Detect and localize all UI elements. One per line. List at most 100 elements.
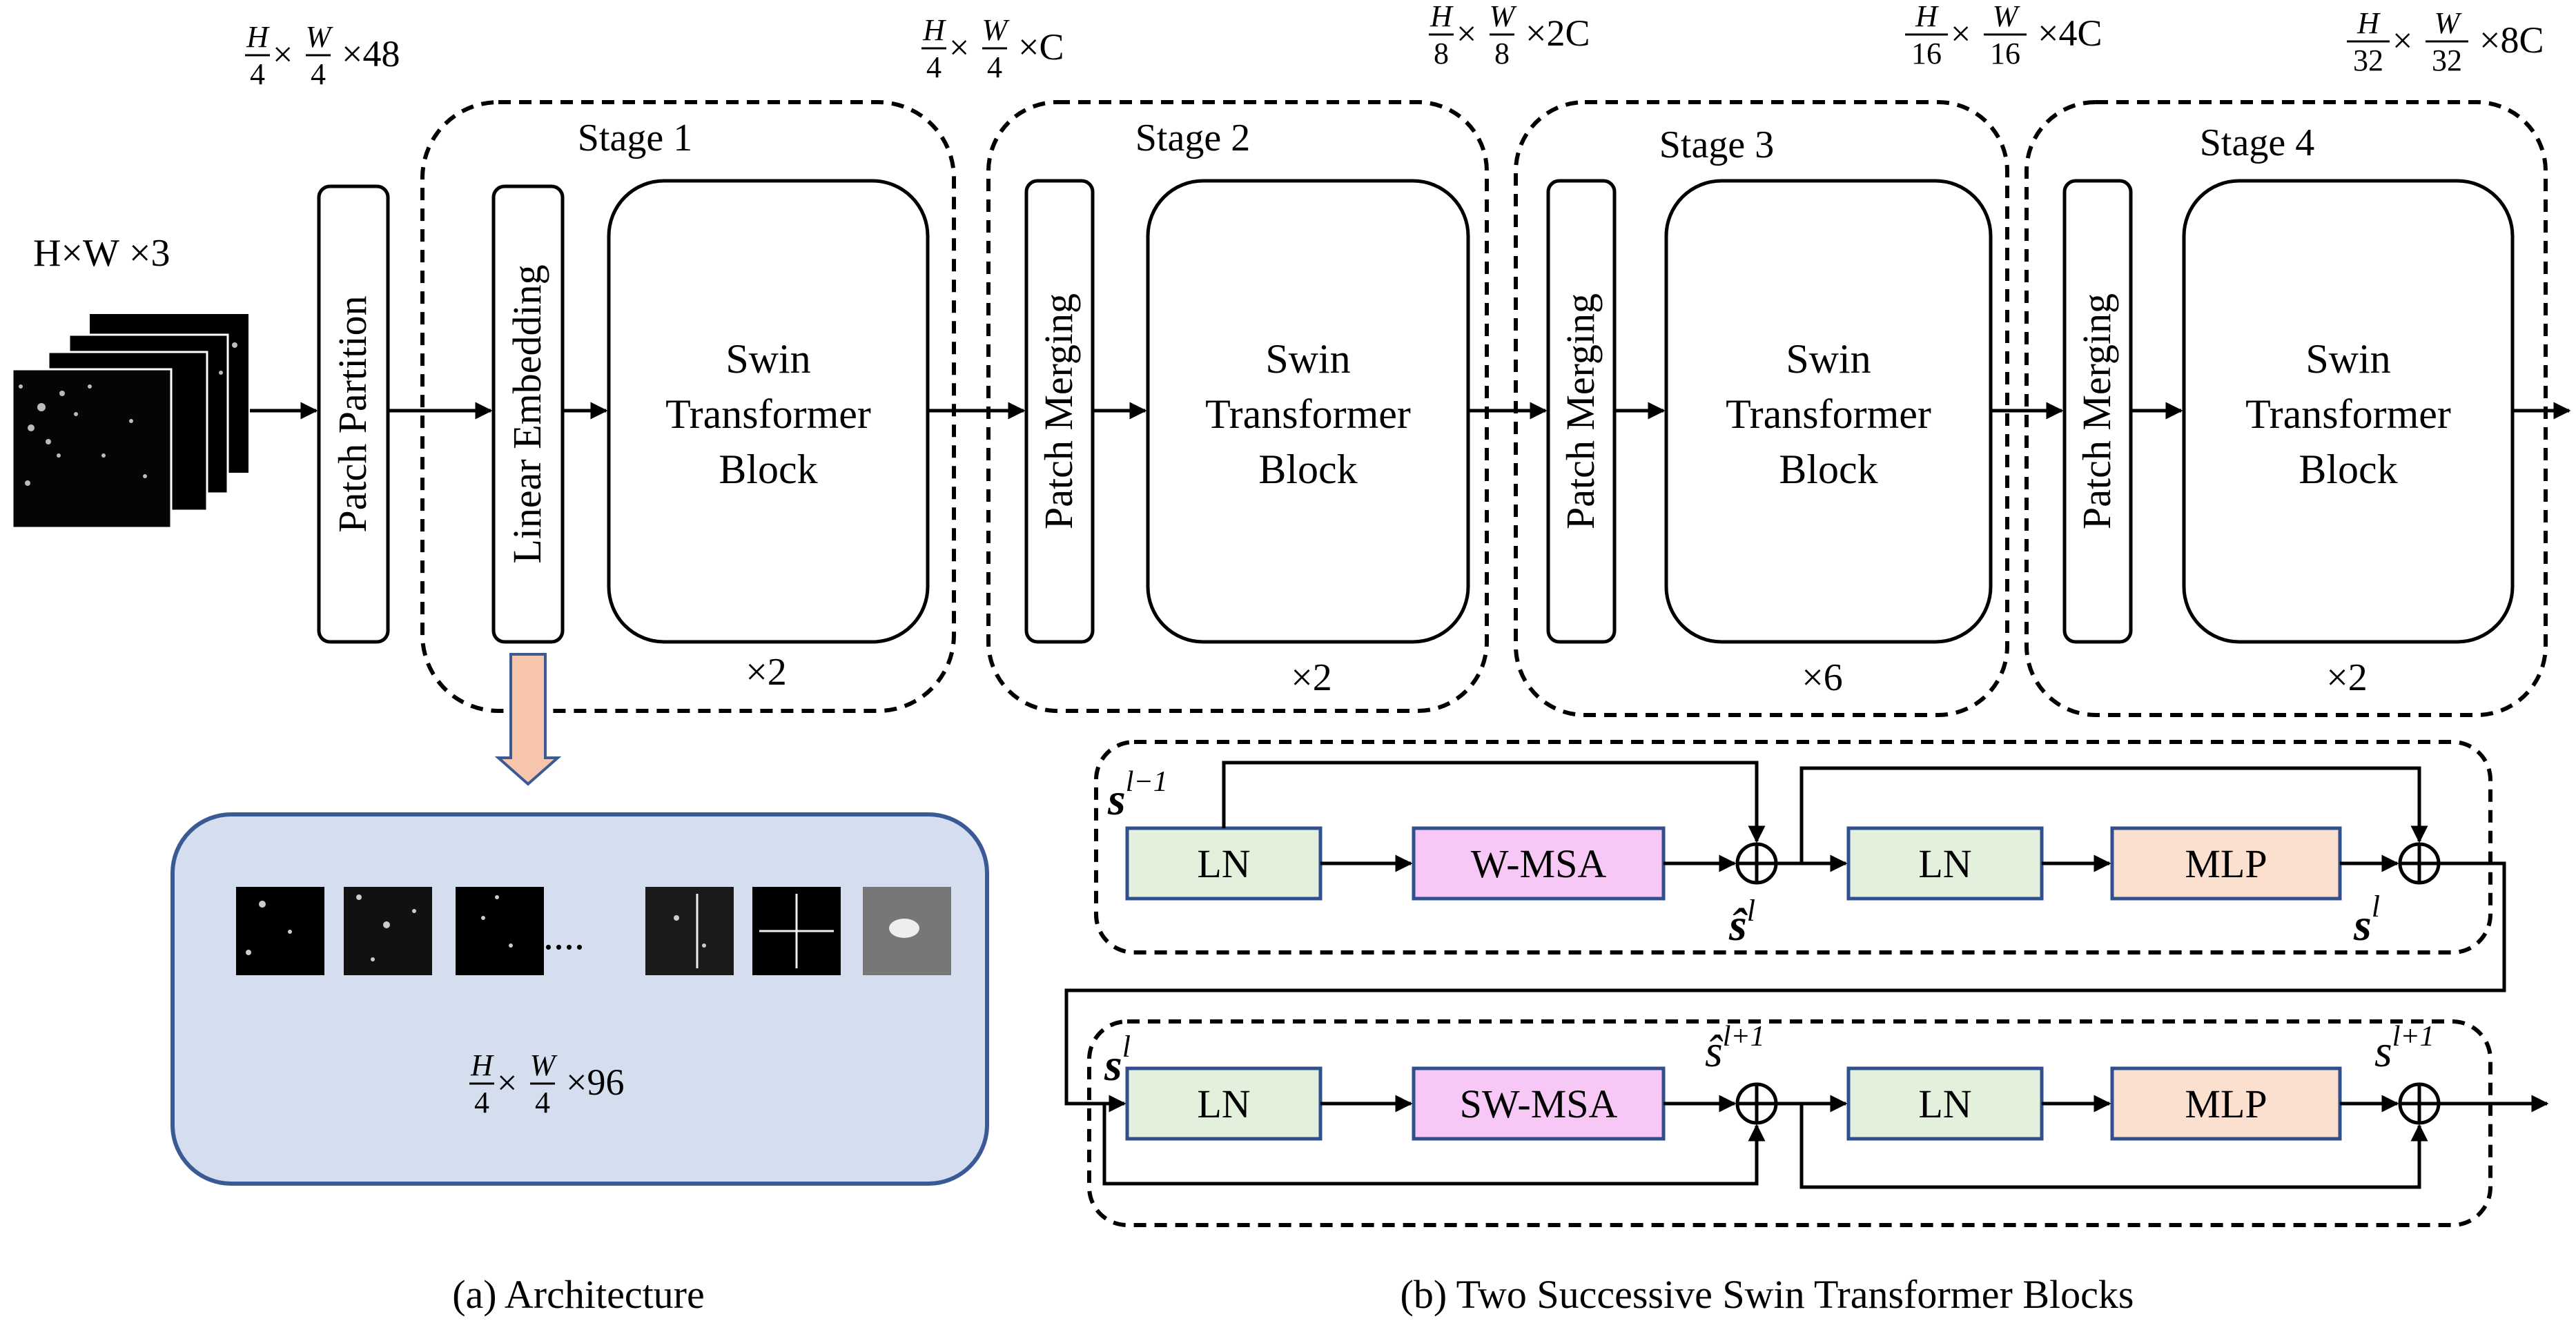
dim-label-4-den: 16 (1990, 37, 2020, 70)
patch-ellipsis: ...... (523, 912, 585, 958)
patch-partition-box (317, 184, 390, 644)
patch-merging-label-2: Patch Merging (1036, 293, 1081, 529)
patch-thumb-4 (645, 887, 734, 975)
dim-label-3-den: 8 (1434, 37, 1449, 70)
linear-embedding-label: Linear Embedding (505, 264, 549, 563)
dim-label-5: H32×W32×8C (2347, 6, 2544, 77)
swin-blocks (607, 179, 2515, 644)
swin-block-2-line-2: Transformer (1205, 391, 1411, 437)
embedding-dims: H4×W4×96 (469, 1048, 624, 1119)
patch-partition-label: Patch Partition (330, 295, 375, 532)
dim-label-2-den: 4 (926, 50, 941, 84)
embedding-patches (236, 887, 951, 975)
sym-s-lm1: sl−1 (1107, 766, 1168, 825)
embed-dim-label-num: H (470, 1048, 494, 1082)
dim-label-5-den: 32 (2432, 43, 2462, 77)
dim-label-1-times: × (273, 35, 293, 75)
row2-ln-1-label: LN (1197, 1081, 1250, 1126)
row2-swmsa-label: SW-MSA (1460, 1081, 1618, 1126)
swin-block-4-line-1: Swin (2305, 336, 2390, 382)
dim-label-2-den: 4 (987, 50, 1002, 84)
swin-block-2-line-1: Swin (1265, 336, 1350, 382)
row1-ln-1-label: LN (1197, 841, 1250, 886)
swin-block-1-line-3: Block (719, 447, 817, 492)
embedding-panel (170, 812, 989, 1186)
patch-thumb-3 (456, 887, 544, 975)
stage-2-container (986, 100, 1489, 713)
row1-ln-2 (1846, 826, 2044, 901)
stage-1-repeat: ×2 (745, 651, 787, 694)
skip-4 (1799, 1104, 2428, 1189)
input-image-speckle (19, 342, 237, 486)
block-b-containers (1087, 740, 2492, 1227)
dim-label-1-num: W (306, 20, 333, 54)
dim-label-1-den: 4 (250, 57, 265, 91)
dim-label-3: H8×W8×2C (1429, 0, 1590, 70)
row2-mlp-label: MLP (2185, 1081, 2267, 1126)
embedding-down-arrow (494, 653, 562, 786)
stage-1-container (420, 100, 956, 713)
embed-dim-label-channels: ×96 (566, 1061, 624, 1103)
captions: (a) Architecture (b) Two Successive Swin… (452, 1272, 2134, 1317)
swin-block-4-line-2: Transformer (2245, 391, 2451, 437)
caption-a: (a) Architecture (452, 1272, 705, 1317)
row1-modules (1125, 826, 2342, 901)
dim-label-5-den: 32 (2353, 43, 2383, 77)
row2-connections (1102, 1095, 2549, 1189)
swin-block-2-line-3: Block (1258, 447, 1357, 492)
sym-s-l-2: sl (1104, 1030, 1131, 1090)
dim-label-3-times: × (1456, 14, 1476, 54)
skip-2 (1799, 766, 2428, 863)
patch-merging-label-4: Patch Merging (2074, 293, 2119, 529)
row2-mlp (2110, 1066, 2342, 1141)
dim-label-5-times: × (2392, 21, 2412, 61)
stage-1-label: Stage 1 (578, 117, 692, 159)
row2-ln-2-label: LN (1918, 1081, 1971, 1126)
dim-label-3-num: W (1490, 0, 1517, 33)
dim-label-2-times: × (949, 28, 969, 68)
stage-4-container (2024, 100, 2548, 717)
row2-modules (1125, 1066, 2342, 1141)
patch-thumb-1 (236, 887, 324, 975)
row2-ln-1 (1125, 1066, 1323, 1141)
skip-1 (1222, 761, 1766, 843)
conn-block1-to-block2 (1064, 861, 2506, 1113)
swin-block-4-line-3: Block (2299, 447, 2397, 492)
swin-block-3-line-3: Block (1779, 447, 1877, 492)
embed-dim-label-num: W (530, 1048, 558, 1082)
swin-block-3-line-2: Transformer (1726, 391, 1931, 437)
embed-dim-label: H4×W4×96 (469, 1048, 624, 1119)
swin-block-3-line-1: Swin (1786, 336, 1871, 382)
block-sw-container (1087, 1019, 2492, 1227)
stage-4-repeat: ×2 (2326, 656, 2368, 699)
dim-label-4-num: H (1915, 0, 1939, 33)
row1-connections (1064, 761, 2506, 1113)
row1-mlp-label: MLP (2185, 841, 2267, 886)
linear-embedding-box (491, 184, 565, 644)
dim-label-1-den: 4 (311, 57, 326, 91)
dim-label-2-num: H (922, 13, 946, 47)
stage-3-label: Stage 3 (1659, 124, 1774, 166)
dim-label-2-num: W (982, 13, 1010, 47)
stage-3-container (1514, 100, 2009, 717)
embed-dim-label-times: × (497, 1064, 517, 1103)
stage-2-label: Stage 2 (1135, 117, 1250, 159)
row1-mlp (2110, 826, 2342, 901)
input-image-stack (11, 314, 248, 529)
patch-thumb-2 (344, 887, 432, 975)
embed-dim-label-den: 4 (535, 1086, 550, 1119)
symbol-labels: sl−1 ŝl sl sl ŝl+1 sl+1 (1104, 766, 2434, 1090)
sym-s-l: sl (2353, 890, 2380, 950)
sym-s-lp1: sl+1 (2374, 1021, 2434, 1077)
module-labels: LN W-MSA LN MLP LN SW-MSA LN MLP (1197, 841, 2267, 1126)
stage-4-label: Stage 4 (2200, 121, 2314, 164)
adder-crosses (1737, 844, 2439, 1123)
dim-label-4-den: 16 (1911, 37, 1942, 70)
stage-3-repeat: ×6 (1802, 656, 1843, 699)
input-dims: H×W×3 (33, 232, 170, 275)
patch-merging-label-3: Patch Merging (1558, 293, 1603, 529)
swin-block-1-line-1: Swin (725, 336, 810, 382)
caption-b: (b) Two Successive Swin Transformer Bloc… (1401, 1272, 2134, 1317)
dim-label-3-num: H (1430, 0, 1454, 33)
